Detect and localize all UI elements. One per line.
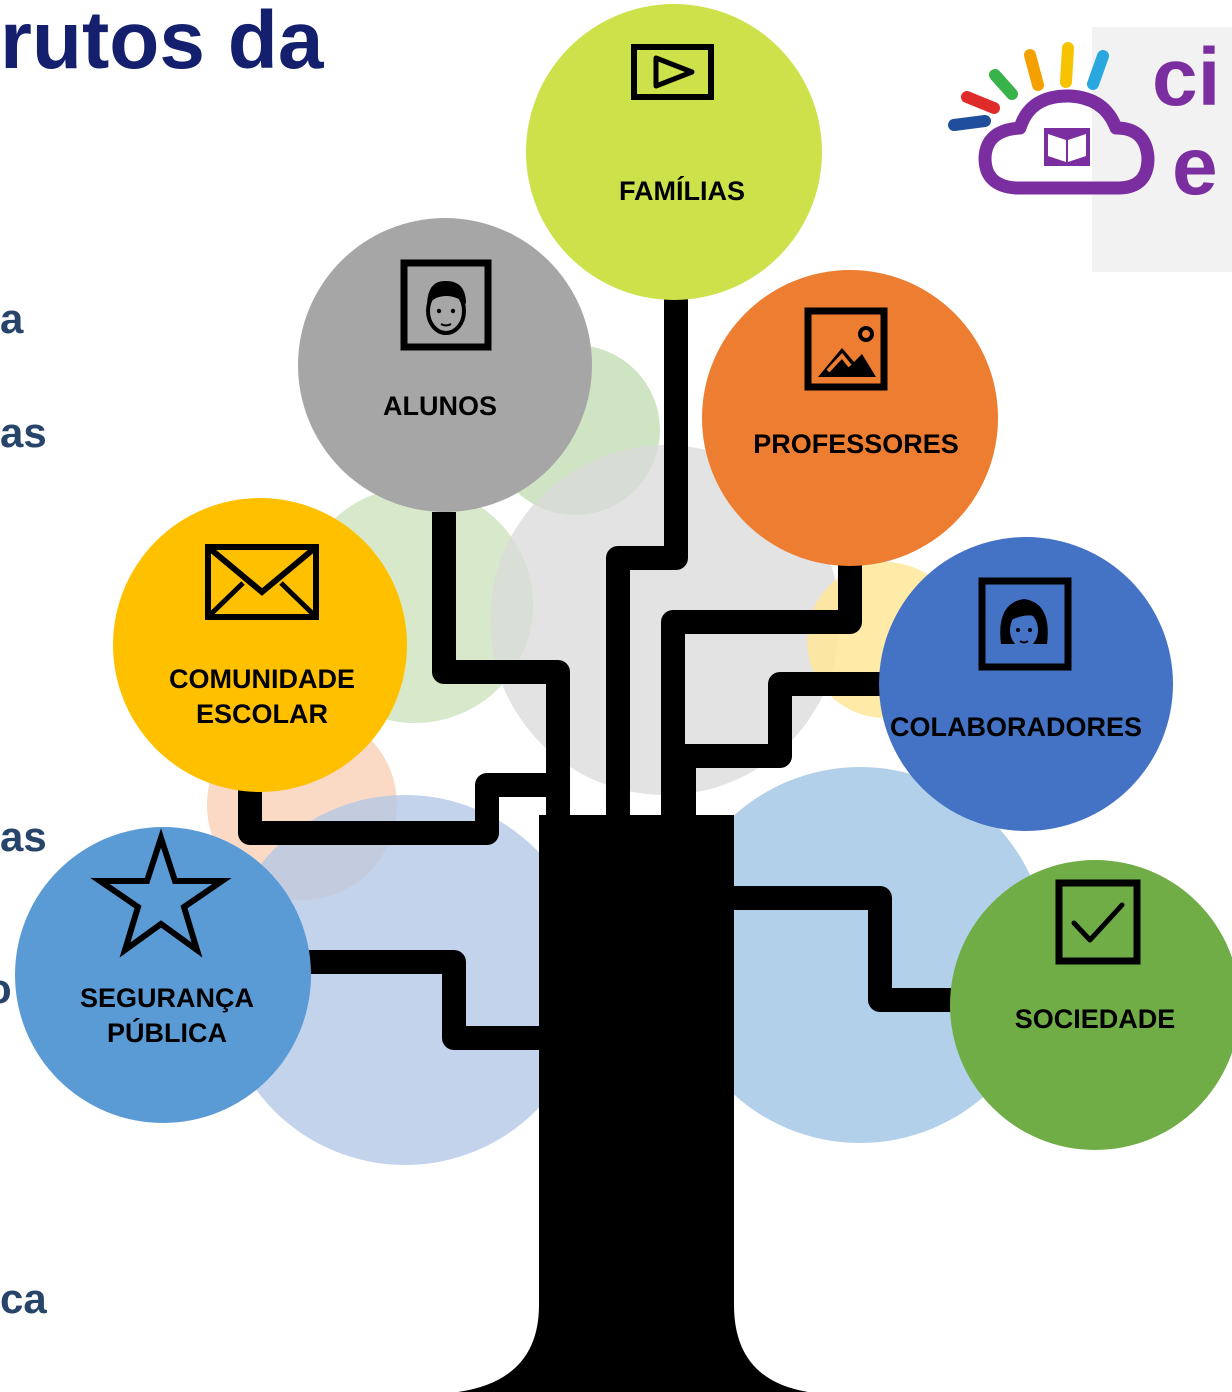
envelope-icon	[205, 544, 319, 620]
node-circle	[702, 270, 998, 566]
landscape-picture-icon	[804, 307, 888, 391]
branch-sociedade	[728, 886, 962, 1012]
left-text-fragment: o	[0, 968, 12, 1010]
node-colaboradores: COLABORADORES	[879, 537, 1173, 831]
logo-text-line1: ci	[1152, 32, 1220, 123]
node-circle	[879, 537, 1173, 831]
node-label: SEGURANÇA	[80, 983, 254, 1013]
node-sociedade: SOCIEDADE	[950, 860, 1232, 1150]
play-icon	[631, 44, 714, 100]
brand-logo: ci e	[948, 27, 1232, 272]
branch-colaboradores	[672, 672, 900, 826]
node-circle	[950, 860, 1232, 1150]
star-icon	[90, 828, 232, 958]
node-label: PÚBLICA	[107, 1017, 227, 1048]
node-seguranca-publica: SEGURANÇA PÚBLICA	[15, 827, 311, 1123]
cloud-icon	[978, 89, 1155, 195]
node-label: ALUNOS	[383, 391, 497, 421]
branch-alunos	[432, 512, 570, 830]
logo-backdrop	[1092, 27, 1232, 272]
branch-familias	[606, 292, 688, 825]
node-circle	[526, 4, 822, 300]
node-circle	[298, 218, 592, 512]
node-professores: PROFESSORES	[702, 270, 998, 566]
branch-comunidade-escolar	[238, 773, 548, 845]
branch-professores	[661, 558, 862, 826]
node-label: FAMÍLIAS	[619, 175, 745, 206]
checkbox-icon	[1055, 879, 1141, 965]
left-text-fragment: as	[0, 813, 47, 860]
logo-text-line2: e	[1172, 121, 1218, 212]
node-label: ESCOLAR	[196, 699, 328, 729]
node-comunidade-escolar: COMUNIDADE ESCOLAR	[113, 498, 407, 792]
left-text-fragment: as	[0, 409, 47, 456]
node-label: COLABORADORES	[890, 712, 1142, 742]
left-text-fragment: ca	[0, 1275, 47, 1322]
left-text-fragment: a	[0, 295, 24, 342]
background-bubble	[672, 767, 1048, 1143]
node-circle	[15, 827, 311, 1123]
girl-portrait-icon	[978, 577, 1072, 671]
node-label: SOCIEDADE	[1015, 1004, 1176, 1034]
branch-seguranca-publica	[302, 950, 548, 1050]
book-icon	[1044, 128, 1090, 166]
background-bubble	[220, 795, 590, 1165]
node-circle	[113, 498, 407, 792]
rainbow-icon	[948, 42, 1109, 131]
node-alunos: ALUNOS	[298, 218, 592, 512]
node-familias: FAMÍLIAS	[526, 4, 822, 300]
tree-branches	[238, 292, 962, 1050]
node-label: PROFESSORES	[753, 429, 959, 459]
tree-trunk	[458, 815, 808, 1392]
page-title: rutos da	[0, 0, 324, 86]
boy-portrait-icon	[400, 259, 492, 351]
node-label: COMUNIDADE	[169, 664, 355, 694]
